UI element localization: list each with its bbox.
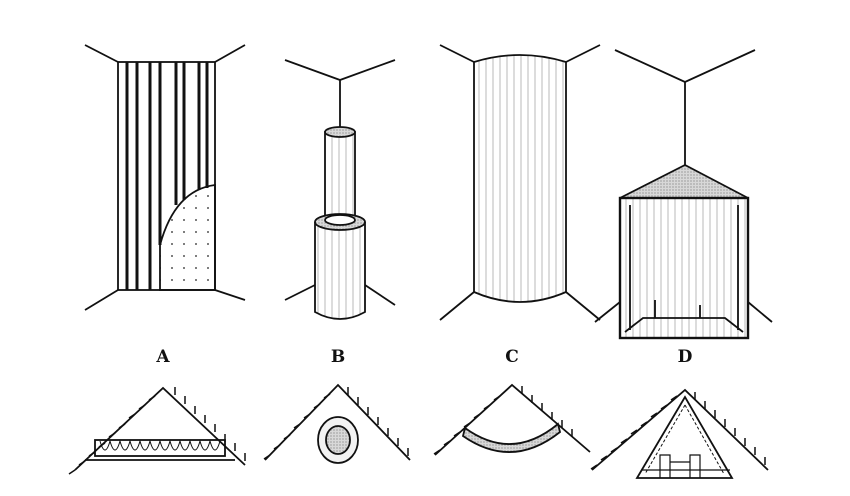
label-b: B [330,347,346,367]
label-a: A [156,347,170,367]
label-c: C [505,347,519,367]
panel-a-column [84,44,246,311]
section-b [263,383,411,464]
section-d [590,388,769,479]
panel-c-column [439,44,601,321]
panel-b-column [284,59,396,320]
section-c [433,383,591,456]
label-d: D [677,347,693,367]
panel-d-column [594,49,773,340]
section-a [68,386,246,475]
